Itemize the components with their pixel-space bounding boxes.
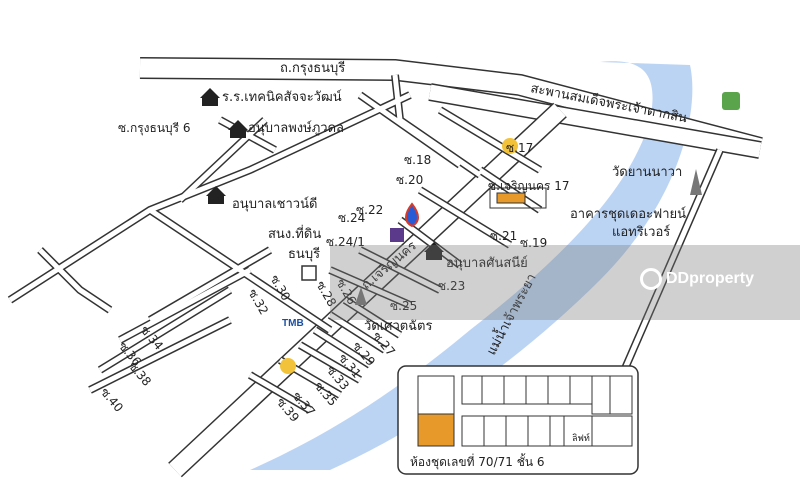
- label-condo-line2: แอทริเวอร์: [612, 224, 670, 240]
- label-wat-sawet: วัดเศวตฉัตร: [364, 319, 432, 334]
- label-kindergarten-pong: อนุบาลพงษ์ภูวดล: [248, 120, 344, 136]
- soi-label: ซ.24/1: [326, 235, 365, 249]
- tmb-icon: TMB: [282, 318, 304, 329]
- school-icon: [206, 186, 226, 204]
- condo-building-marker: [496, 192, 526, 204]
- road-label-soi-charoen-nakhon-17: ซ.เจริญนคร 17: [488, 179, 570, 193]
- bank-icon: [280, 358, 296, 374]
- floorplan-caption: ห้องชุดเลขที่ 70/71 ชั้น 6: [410, 453, 545, 470]
- soi-label: ซ.20: [396, 173, 423, 187]
- condo-lot: [489, 187, 547, 209]
- school-icon: [228, 120, 248, 138]
- school-icon: [200, 88, 220, 106]
- road-label-krung-thonburi: ถ.กรุงธนบุรี: [280, 60, 345, 76]
- soi-label: ซ.23: [438, 279, 465, 293]
- secondary-roads-inner: [8, 74, 723, 413]
- soi-label: ซ.24: [338, 211, 365, 225]
- soi-label: ซ.22: [356, 203, 383, 217]
- soi-label: ซ.25: [390, 299, 417, 313]
- road-krung-thonburi: [139, 57, 763, 159]
- soi-label: ซ.18: [404, 153, 431, 167]
- watermark-logo-icon: [640, 268, 662, 290]
- unit-highlight: [417, 413, 455, 447]
- soi-label: ซ.19: [520, 236, 547, 250]
- temple-icon: [355, 287, 367, 305]
- watermark-band: [330, 245, 800, 320]
- label-kindergarten-chao: อนุบาลเชาวน์ดี: [232, 196, 317, 212]
- soi-label: ซ.21: [490, 229, 517, 243]
- label-condo-line1: อาคารชุดเดอะฟายน์: [570, 206, 686, 222]
- label-kindergarten-san: อนุบาลศันสนีย์: [446, 255, 528, 271]
- watermark-text: DDproperty: [666, 270, 755, 287]
- scb-bank-icon: [390, 228, 404, 242]
- bank-icon: [502, 138, 518, 154]
- floorplan-inset: [397, 365, 639, 475]
- post-office-icon: [301, 265, 317, 281]
- hotel-icon: [722, 92, 740, 110]
- label-thonburi: ธนบุรี: [288, 246, 320, 262]
- soi-label: ซ.17: [506, 141, 533, 155]
- gas-station-icon: [405, 202, 419, 228]
- label-lift: ลิฟท์: [572, 432, 590, 444]
- road-label-soi-krung-thonburi-6: ซ.กรุงธนบุรี 6: [118, 121, 191, 136]
- school-icon: [424, 242, 444, 260]
- temple-icon: [690, 169, 702, 195]
- label-technical-school: ร.ร.เทคนิคสัจจะวัฒน์: [222, 89, 342, 105]
- watermark: DDproperty: [640, 268, 754, 290]
- soi-label: ซ.40: [98, 385, 126, 415]
- bridge-taksin: [428, 83, 762, 159]
- label-land-office: สนง.ที่ดิน: [268, 225, 321, 242]
- label-wat-yan-nawa: วัดยานนาวา: [612, 165, 682, 180]
